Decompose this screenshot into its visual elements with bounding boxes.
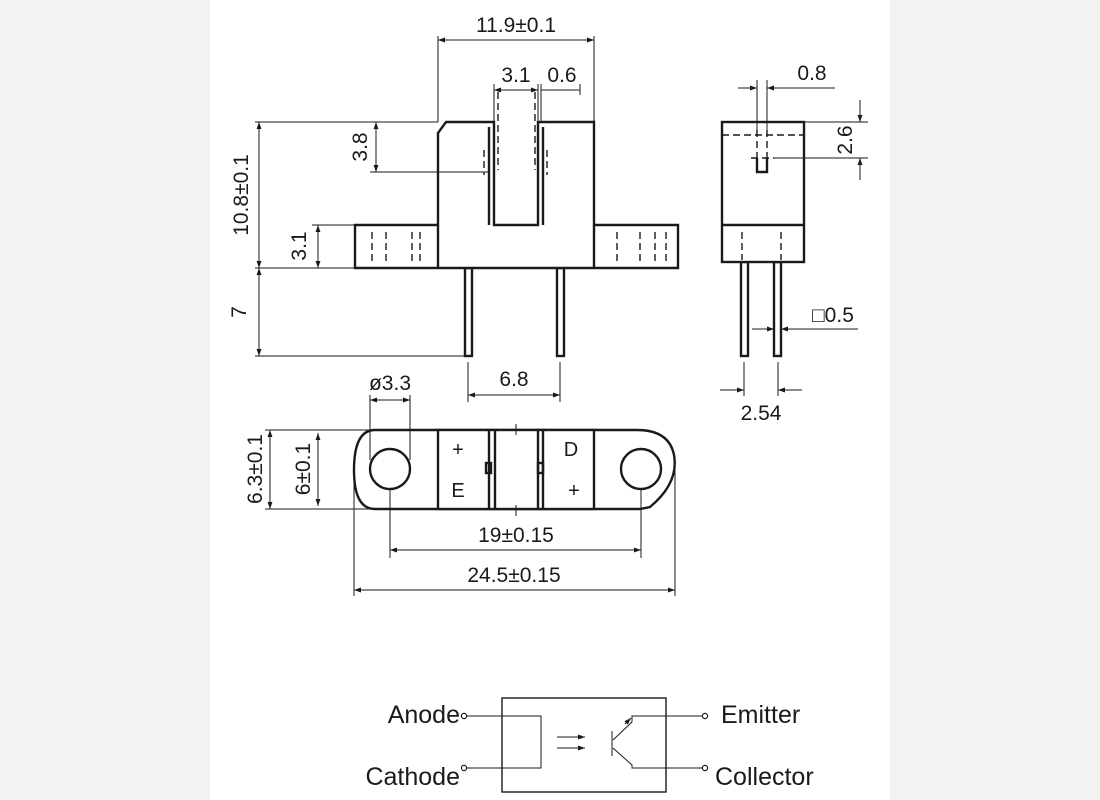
dim-outer-height: 6.3±0.1 (244, 434, 267, 504)
label-emitter: Emitter (721, 701, 800, 729)
front-hidden-holes-right (616, 232, 667, 262)
schematic-package (501, 697, 667, 793)
top-window-left (484, 461, 493, 475)
label-cathode: Cathode (365, 763, 460, 791)
dim-flange: 3.1 (288, 231, 311, 260)
top-slot-walls (487, 430, 545, 509)
label-collector: Collector (715, 763, 814, 791)
side-lead-right (772, 260, 783, 358)
phototransistor-symbol (611, 715, 703, 769)
front-lead-left (463, 266, 474, 358)
collector-terminal (701, 764, 709, 772)
emitter-terminal (701, 712, 709, 720)
right-margin (890, 0, 1100, 800)
mark-right-letter: D (564, 439, 578, 461)
top-view: + E D + ø3.3 6.3±0.1 6±0.1 19±0.15 24.5±… (244, 372, 676, 596)
dim-lead-length: 7 (228, 306, 251, 318)
front-slot-walls (487, 127, 545, 225)
mount-hole-left (368, 447, 412, 491)
led-wiring (466, 715, 542, 769)
dim-lead-size: □0.5 (812, 304, 854, 327)
dim-width: 11.9±0.1 (476, 14, 556, 37)
mark-left-letter: E (451, 480, 464, 502)
dim-slot-depth: 3.8 (349, 132, 372, 161)
side-body-outline (720, 120, 806, 264)
emitter-arrow (624, 717, 632, 725)
anode-terminal (460, 712, 468, 720)
mark-right-plus: + (568, 480, 580, 502)
dim-gap: 3.1 (501, 64, 530, 87)
left-margin (0, 0, 210, 800)
dim-height: 10.8±0.1 (230, 154, 253, 236)
dim-inner-height: 6±0.1 (292, 443, 315, 495)
dim-hole: ø3.3 (369, 372, 411, 395)
dim-wall: 0.6 (547, 64, 576, 87)
schematic: Anode Cathode Emitter Collector (365, 697, 814, 793)
front-hidden-holes-left (371, 232, 421, 262)
cathode-terminal (460, 764, 468, 772)
dim-lead-pitch: 6.8 (499, 368, 528, 391)
side-view: 0.8 2.6 □0.5 2.54 (720, 62, 868, 425)
dim-slot-width: 0.8 (797, 62, 826, 85)
dim-side-depth: 2.6 (834, 125, 857, 154)
top-body-outline (436, 428, 596, 511)
dim-side-pitch: 2.54 (741, 402, 782, 425)
top-flange-outline (352, 428, 676, 511)
side-slot (755, 158, 769, 174)
dim-hole-pitch: 19±0.15 (478, 524, 554, 547)
side-hidden-lines (722, 130, 804, 260)
front-lead-right (555, 266, 566, 358)
front-body-outline (353, 120, 680, 270)
mount-hole-right (619, 447, 663, 491)
top-window-right (536, 461, 545, 475)
dim-length: 24.5±0.15 (467, 564, 560, 587)
mark-left-plus: + (452, 439, 464, 461)
label-anode: Anode (388, 701, 460, 729)
side-lead-left (739, 260, 750, 358)
front-view: 11.9±0.1 3.1 0.6 10.8±0.1 3.8 3.1 7 6.8 (228, 14, 680, 402)
front-hidden-window (483, 92, 548, 175)
